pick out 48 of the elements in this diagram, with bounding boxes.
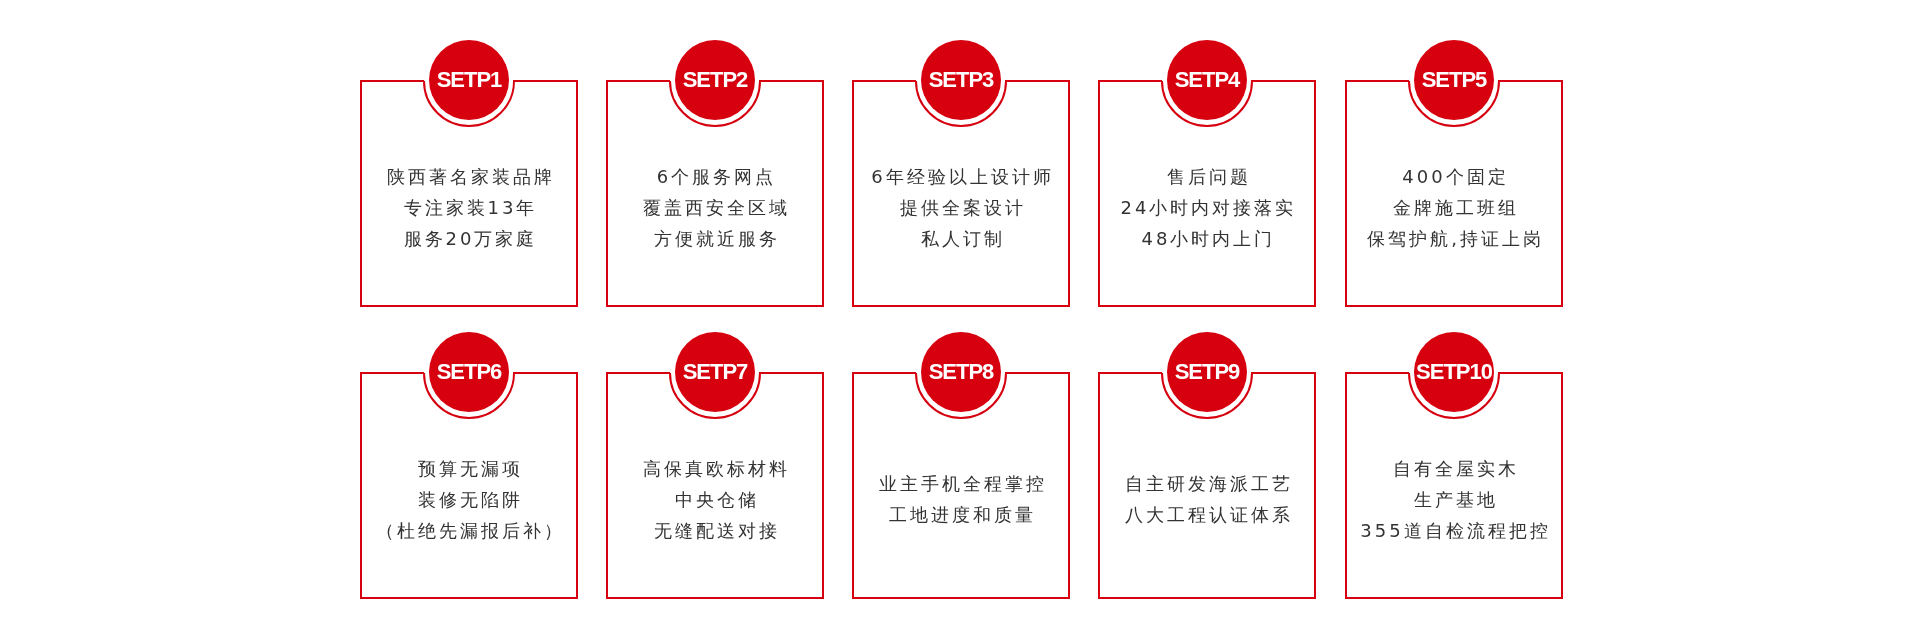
description-line: 中央仓储 <box>673 487 759 512</box>
description-line: 专注家装13年 <box>402 195 538 220</box>
step-badge: SETP10 <box>1414 332 1494 412</box>
step-badge: SETP6 <box>429 332 509 412</box>
step-card <box>606 38 824 307</box>
description-line: 保驾护航,持证上岗 <box>1366 226 1544 251</box>
step-card <box>1098 38 1316 307</box>
step-card <box>1345 38 1563 307</box>
step-card <box>852 38 1070 307</box>
step-card <box>1098 330 1316 599</box>
step-badge: SETP3 <box>921 40 1001 120</box>
description-line: 陕西著名家装品牌 <box>385 164 555 189</box>
description-line: 预算无漏项 <box>417 456 523 481</box>
step-card <box>360 38 578 307</box>
step-badge: SETP9 <box>1167 332 1247 412</box>
description-line: 400个固定 <box>1401 164 1509 189</box>
description-line: 服务20万家庭 <box>402 226 538 251</box>
step-card <box>360 330 578 599</box>
description-line: 金牌施工班组 <box>1391 195 1519 220</box>
description-line: 无缝配送对接 <box>652 518 780 543</box>
step-badge: SETP7 <box>675 332 755 412</box>
description-line: 6年经验以上设计师 <box>870 164 1054 189</box>
step-card <box>606 330 824 599</box>
description-line: 装修无陷阱 <box>417 487 523 512</box>
description-line: 售后问题 <box>1165 164 1251 189</box>
description-line: 工地进度和质量 <box>888 503 1036 527</box>
step-card <box>1345 330 1563 599</box>
step-badge: SETP4 <box>1167 40 1247 120</box>
description-line: 提供全案设计 <box>898 195 1026 220</box>
description-line: 355道自检流程把控 <box>1359 518 1551 543</box>
description-line: 覆盖西安全区域 <box>642 195 790 220</box>
description-line: 自有全屋实木 <box>1391 456 1519 481</box>
description-line: 高保真欧标材料 <box>642 456 790 481</box>
description-line: 自主研发海派工艺 <box>1123 472 1293 496</box>
description-line: 私人订制 <box>919 226 1005 251</box>
description-line: 48小时内上门 <box>1140 226 1276 251</box>
description-line: 生产基地 <box>1412 487 1498 512</box>
description-line: 方便就近服务 <box>652 226 780 251</box>
description-line: 业主手机全程掌控 <box>877 472 1047 496</box>
description-line: 24小时内对接落实 <box>1119 195 1297 220</box>
step-card <box>852 330 1070 599</box>
description-line: （杜绝先漏报后补） <box>375 518 565 543</box>
step-badge: SETP2 <box>675 40 755 120</box>
step-badge: SETP5 <box>1414 40 1494 120</box>
description-line: 6个服务网点 <box>655 164 777 189</box>
step-badge: SETP1 <box>429 40 509 120</box>
description-line: 八大工程认证体系 <box>1123 503 1293 527</box>
step-badge: SETP8 <box>921 332 1001 412</box>
